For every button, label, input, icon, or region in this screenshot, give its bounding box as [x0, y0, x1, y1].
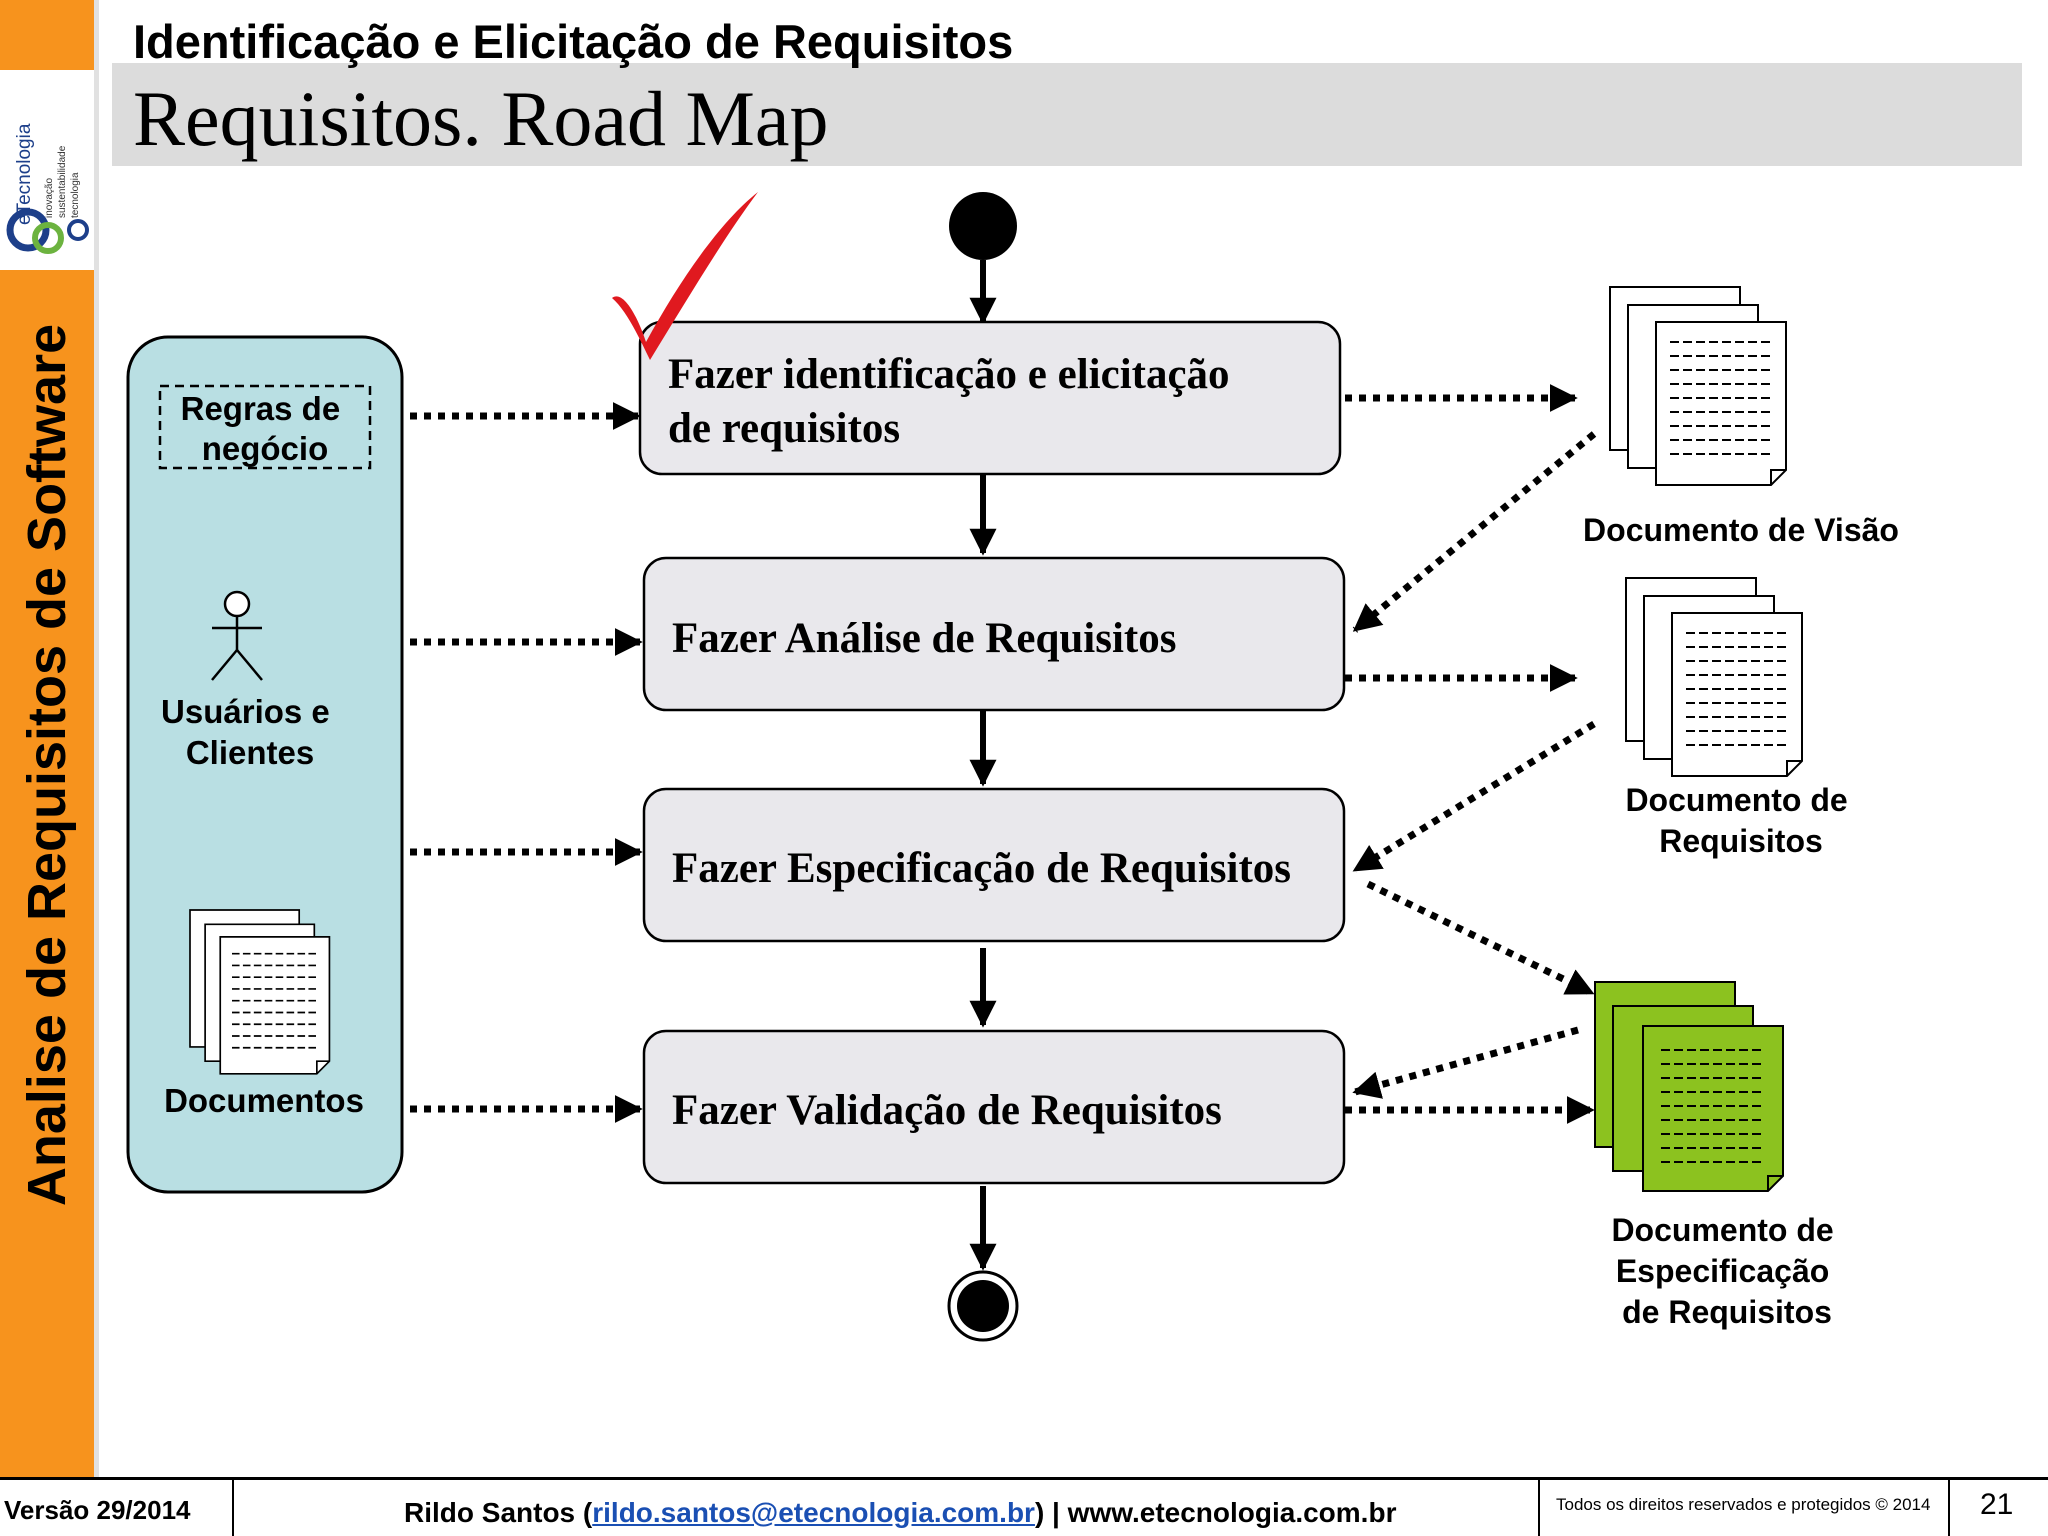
- activity-analysis-label: Fazer Análise de Requisitos: [672, 615, 1176, 662]
- documents-label: Documentos: [164, 1082, 364, 1119]
- footer-separator: [1948, 1480, 1950, 1536]
- business-rules-box: [158, 384, 372, 470]
- logo-tagline-3: tecnologia: [70, 172, 81, 218]
- footer-separator: [232, 1480, 234, 1536]
- footer-version: Versão 29/2014: [4, 1495, 191, 1525]
- documents-stack-icon: [189, 909, 331, 1075]
- activity-specification: [642, 787, 1346, 943]
- requirements-document-icon: [1625, 577, 1803, 777]
- footer-author-prefix: Rildo Santos (: [404, 1497, 593, 1528]
- business-rules-label: Regras de negócio: [181, 390, 350, 467]
- etecnologia-logo: eTecnologia inovação sustentabilidade te…: [0, 70, 94, 270]
- footer-separator: [1538, 1480, 1540, 1536]
- logo-tagline-1: inovação: [44, 178, 55, 218]
- activity-analysis: [642, 556, 1346, 712]
- footer-rights: Todos os direitos reservados e protegido…: [1556, 1495, 1931, 1514]
- footer-divider: [0, 1477, 2048, 1480]
- specification-document-icon: [1594, 981, 1784, 1192]
- sidebar: eTecnologia inovação sustentabilidade te…: [0, 0, 99, 1480]
- requirements-document-label: Documento de Requisitos: [1625, 782, 1856, 859]
- footer-website: ) | www.etecnologia.com.br: [1034, 1497, 1397, 1528]
- vision-document-label: Documento de Visão: [1583, 512, 1899, 548]
- actor-icon: [211, 590, 263, 681]
- header-band: [112, 63, 2022, 166]
- start-node: [949, 192, 1017, 260]
- logo-brand: eTecnologia: [14, 123, 35, 225]
- page-subtitle: Identificação e Elicitação de Requisitos: [133, 15, 1014, 68]
- checkmark-icon: [612, 192, 758, 360]
- input-arrows: [410, 402, 643, 1123]
- vision-document-icon: [1609, 286, 1787, 486]
- users-label: Usuários e Clientes: [161, 693, 339, 771]
- artifact-arrows: [1345, 384, 1597, 1124]
- logo-tagline-2: sustentabilidade: [57, 145, 68, 218]
- page-title: Requisitos. Road Map: [133, 75, 829, 162]
- footer-author: Rildo Santos (rildo.santos@etecnologia.c…: [404, 1497, 1396, 1529]
- activity-specification-label: Fazer Especificação de Requisitos: [672, 845, 1291, 892]
- activity-identification-label: Fazer identificação e elicitação de requ…: [668, 351, 1240, 452]
- activity-identification: [638, 320, 1342, 476]
- activity-validation-label: Fazer Validação de Requisitos: [672, 1087, 1222, 1134]
- specification-document-label: Documento de Especificação de Requisitos: [1611, 1212, 1842, 1330]
- page-number: 21: [1980, 1488, 2014, 1521]
- end-node: [957, 1280, 1009, 1332]
- footer-email-link[interactable]: rildo.santos@etecnologia.com.br: [592, 1497, 1035, 1528]
- activity-validation: [642, 1029, 1346, 1185]
